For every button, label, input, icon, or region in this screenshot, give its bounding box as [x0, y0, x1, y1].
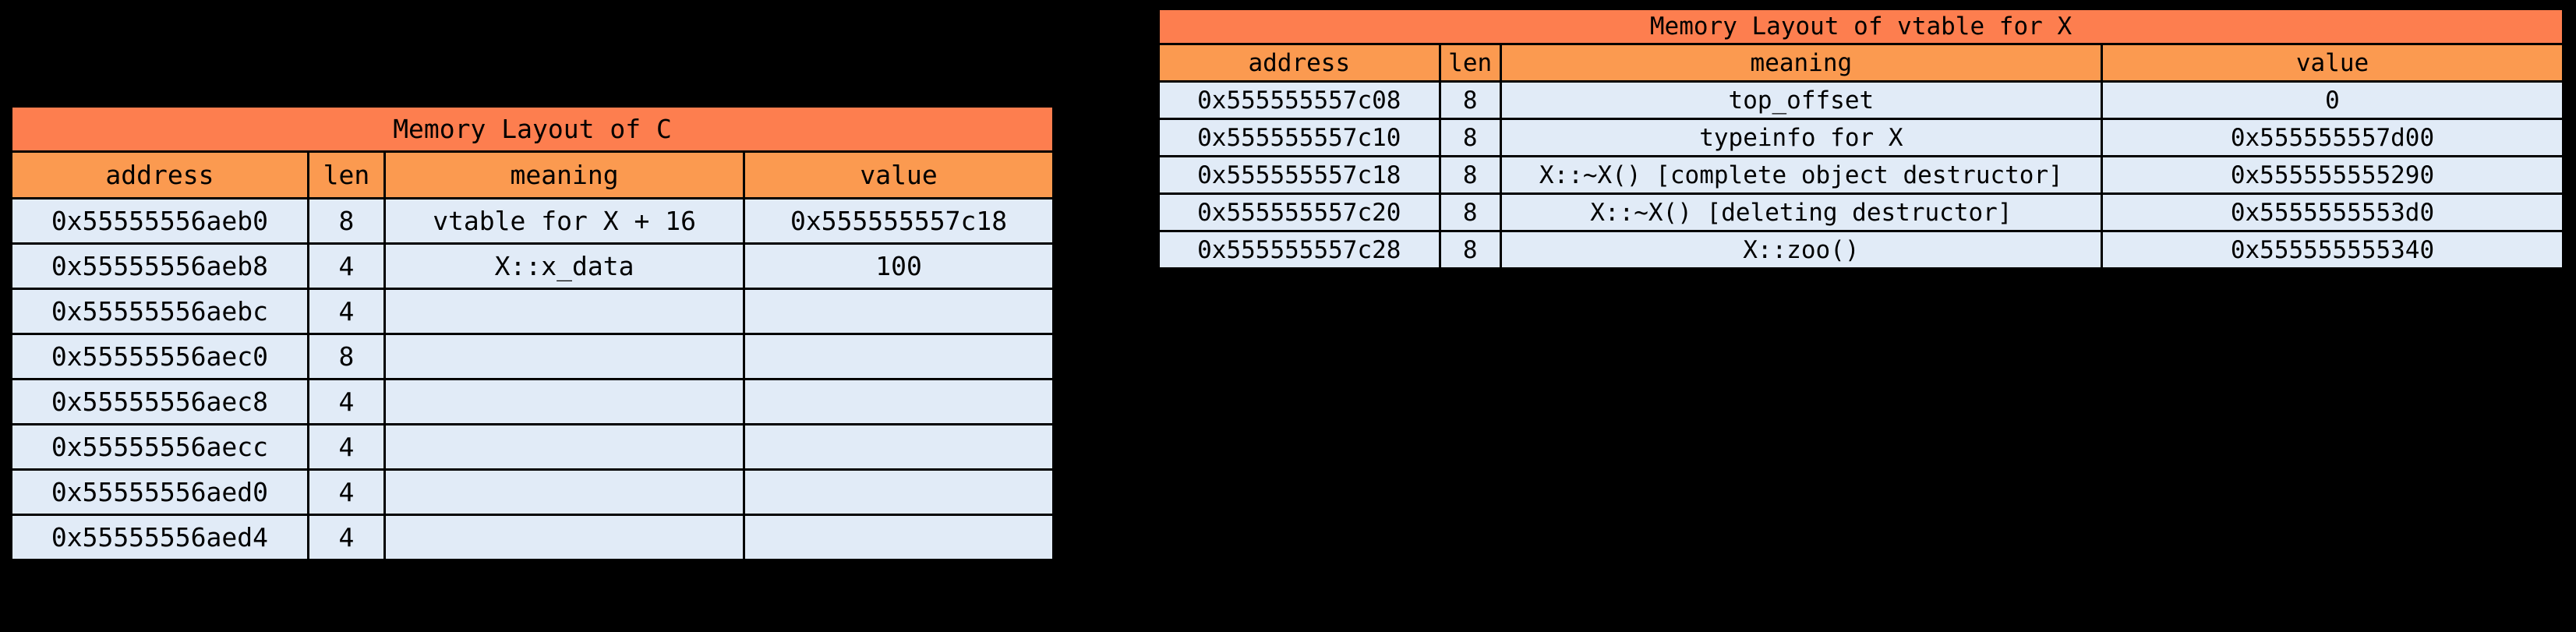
- cell-value: 0x555555557c18: [743, 197, 1055, 245]
- cell-value: 0: [2101, 80, 2564, 120]
- table-title: Memory Layout of C: [10, 105, 1055, 153]
- table-row: 0x55555556aed0 4: [10, 468, 1055, 516]
- cell-meaning: [383, 514, 746, 561]
- cell-len: 8: [1438, 118, 1502, 157]
- cell-value: [743, 468, 1055, 516]
- table-row: 0x55555556aec8 4: [10, 378, 1055, 425]
- column-header-len: len: [306, 150, 387, 199]
- column-header-value: value: [2101, 43, 2564, 83]
- cell-address: 0x55555556aed4: [10, 514, 309, 561]
- cell-address: 0x55555556aec8: [10, 378, 309, 425]
- cell-len: 4: [306, 378, 387, 425]
- cell-meaning: [383, 333, 746, 380]
- cell-len: 4: [306, 468, 387, 516]
- table-row: 0x55555556aebc 4: [10, 288, 1055, 335]
- cell-len: 4: [306, 423, 387, 471]
- table-header-row: address len meaning value: [1157, 43, 2564, 83]
- cell-address: 0x555555557c20: [1157, 192, 1441, 232]
- cell-address: 0x55555556aeb0: [10, 197, 309, 245]
- cell-value: 0x5555555553d0: [2101, 192, 2564, 232]
- cell-address: 0x55555556aebc: [10, 288, 309, 335]
- table-row: 0x555555557c08 8 top_offset 0: [1157, 80, 2564, 120]
- table-row: 0x555555557c10 8 typeinfo for X 0x555555…: [1157, 118, 2564, 157]
- cell-value: 0x555555555290: [2101, 155, 2564, 195]
- cell-value: [743, 423, 1055, 471]
- cell-meaning: [383, 378, 746, 425]
- cell-meaning: X::zoo(): [1499, 230, 2104, 270]
- table-row: 0x555555557c28 8 X::zoo() 0x555555555340: [1157, 230, 2564, 270]
- table-header-row: address len meaning value: [10, 150, 1055, 199]
- table-title: Memory Layout of vtable for X: [1157, 8, 2564, 45]
- table-row: 0x55555556aed4 4: [10, 514, 1055, 561]
- table-row: 0x55555556aecc 4: [10, 423, 1055, 471]
- cell-len: 8: [1438, 192, 1502, 232]
- cell-meaning: typeinfo for X: [1499, 118, 2104, 157]
- column-header-len: len: [1438, 43, 1502, 83]
- cell-meaning: X::~X() [deleting destructor]: [1499, 192, 2104, 232]
- cell-address: 0x555555557c10: [1157, 118, 1441, 157]
- memory-layout-of-c-table: Memory Layout of C address len meaning v…: [10, 105, 1055, 561]
- cell-len: 8: [1438, 230, 1502, 270]
- cell-len: 4: [306, 242, 387, 290]
- column-header-value: value: [743, 150, 1055, 199]
- cell-value: [743, 378, 1055, 425]
- cell-meaning: [383, 288, 746, 335]
- cell-address: 0x55555556aeb8: [10, 242, 309, 290]
- table-row: 0x55555556aec0 8: [10, 333, 1055, 380]
- cell-value: 100: [743, 242, 1055, 290]
- table-title-row: Memory Layout of C: [10, 105, 1055, 153]
- cell-meaning: [383, 423, 746, 471]
- cell-value: 0x555555555340: [2101, 230, 2564, 270]
- cell-len: 8: [1438, 155, 1502, 195]
- cell-address: 0x555555557c18: [1157, 155, 1441, 195]
- cell-len: 8: [1438, 80, 1502, 120]
- cell-address: 0x55555556aec0: [10, 333, 309, 380]
- column-header-meaning: meaning: [1499, 43, 2104, 83]
- cell-meaning: X::~X() [complete object destructor]: [1499, 155, 2104, 195]
- cell-address: 0x55555556aed0: [10, 468, 309, 516]
- cell-len: 4: [306, 514, 387, 561]
- cell-meaning: top_offset: [1499, 80, 2104, 120]
- cell-len: 8: [306, 333, 387, 380]
- cell-value: [743, 288, 1055, 335]
- cell-len: 4: [306, 288, 387, 335]
- table-row: 0x55555556aeb8 4 X::x_data 100: [10, 242, 1055, 290]
- column-header-address: address: [1157, 43, 1441, 83]
- table-row: 0x555555557c20 8 X::~X() [deleting destr…: [1157, 192, 2564, 232]
- cell-meaning: X::x_data: [383, 242, 746, 290]
- cell-value: 0x555555557d00: [2101, 118, 2564, 157]
- memory-layout-of-vtable-for-x-table: Memory Layout of vtable for X address le…: [1157, 8, 2564, 270]
- cell-address: 0x555555557c28: [1157, 230, 1441, 270]
- table-row: 0x555555557c18 8 X::~X() [complete objec…: [1157, 155, 2564, 195]
- cell-value: [743, 333, 1055, 380]
- cell-meaning: [383, 468, 746, 516]
- table-title-row: Memory Layout of vtable for X: [1157, 8, 2564, 45]
- table-row: 0x55555556aeb0 8 vtable for X + 16 0x555…: [10, 197, 1055, 245]
- cell-meaning: vtable for X + 16: [383, 197, 746, 245]
- cell-address: 0x55555556aecc: [10, 423, 309, 471]
- column-header-meaning: meaning: [383, 150, 746, 199]
- cell-len: 8: [306, 197, 387, 245]
- cell-value: [743, 514, 1055, 561]
- column-header-address: address: [10, 150, 309, 199]
- cell-address: 0x555555557c08: [1157, 80, 1441, 120]
